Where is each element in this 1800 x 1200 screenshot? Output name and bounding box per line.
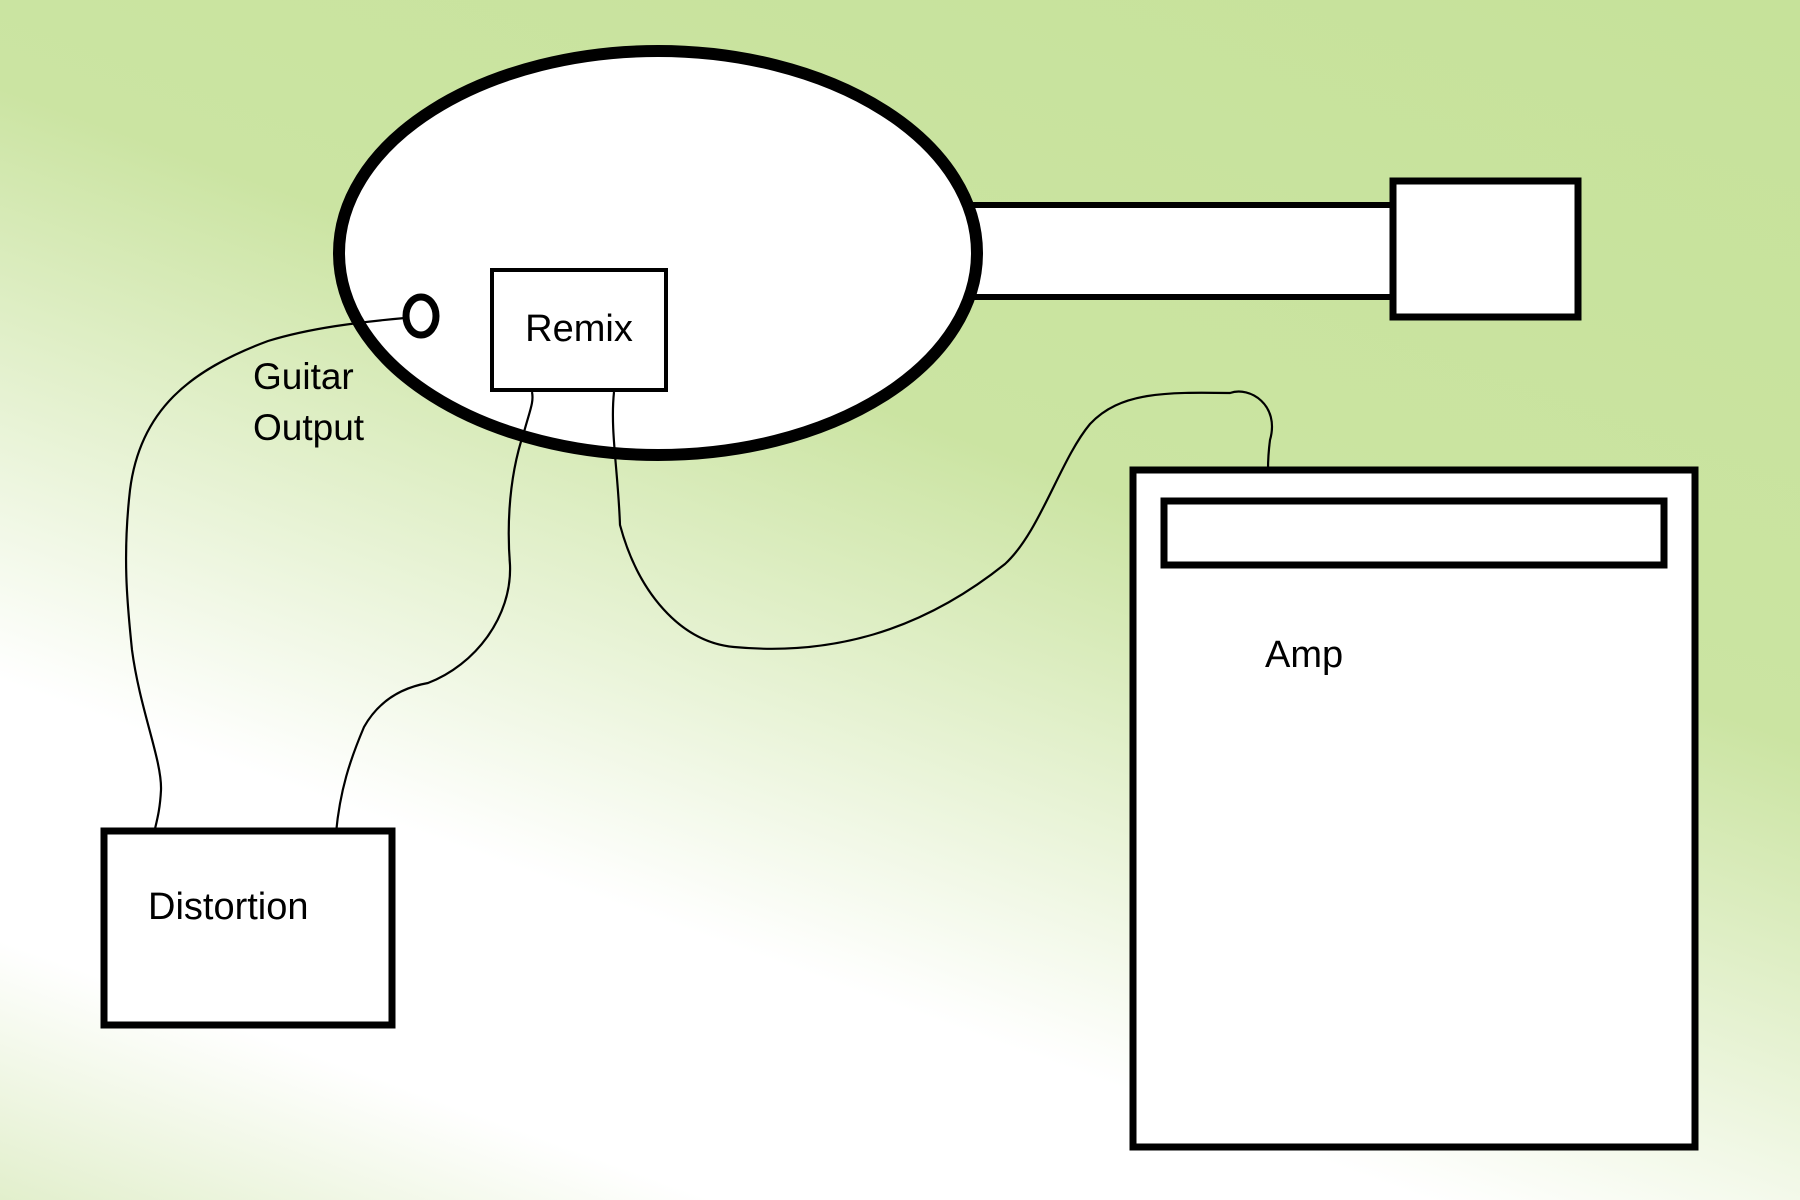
cable-guitar-output-to-distortion[interactable] <box>124 316 406 834</box>
cable-remix-to-amp[interactable] <box>611 390 1273 650</box>
amp-cabinet <box>1129 466 1699 1151</box>
guitar-headstock <box>1389 177 1582 321</box>
amp-control-panel <box>1160 497 1668 569</box>
remix-label: Remix <box>525 308 633 350</box>
output-jack-icon[interactable] <box>402 293 440 339</box>
guitar-output-label-line2: Output <box>253 407 365 448</box>
distortion-label: Distortion <box>148 886 309 928</box>
guitar-output-label-line1: Guitar <box>253 356 354 397</box>
guitar-body <box>333 45 983 461</box>
remix-box <box>490 268 668 392</box>
cable-distortion-to-remix[interactable] <box>334 391 534 834</box>
amp-label: Amp <box>1265 634 1343 676</box>
distortion-pedal <box>100 827 396 1029</box>
